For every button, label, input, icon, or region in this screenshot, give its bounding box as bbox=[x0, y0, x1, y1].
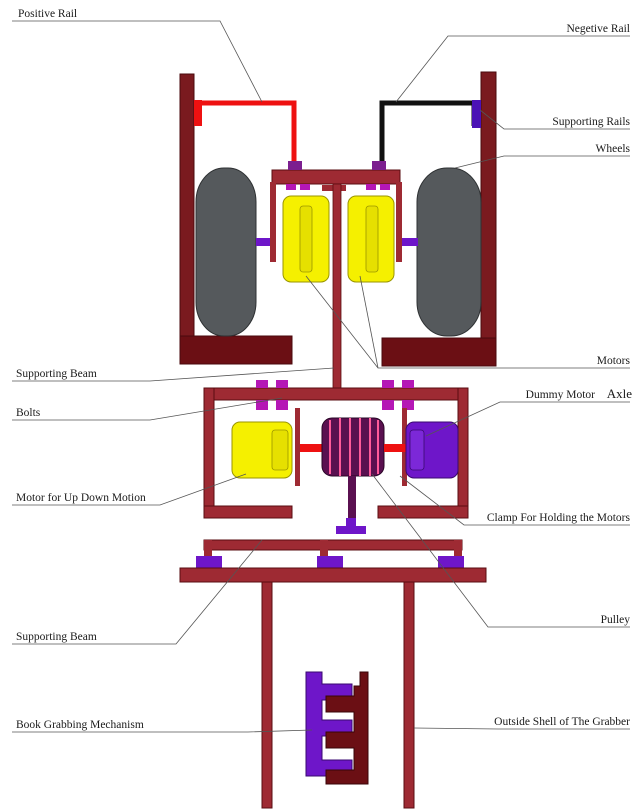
label-pulley: Pulley bbox=[601, 614, 631, 626]
negative-rail bbox=[379, 100, 481, 168]
label-negative-rail: Negetive Rail bbox=[566, 23, 630, 35]
label-clamp: Clamp For Holding the Motors bbox=[487, 512, 631, 524]
label-bolts: Bolts bbox=[16, 407, 41, 419]
right-top-motor bbox=[347, 195, 395, 283]
labels: Positive Rail Negetive Rail Supporting R… bbox=[16, 8, 632, 731]
right-supporting-rail bbox=[381, 71, 497, 367]
label-book-grabbing: Book Grabbing Mechanism bbox=[16, 719, 144, 731]
left-supporting-rail bbox=[179, 73, 293, 365]
pulley bbox=[321, 417, 385, 530]
lower-supporting-beam bbox=[179, 518, 487, 583]
label-motors: Motors bbox=[597, 355, 631, 367]
book-grabbing-mechanism bbox=[305, 671, 369, 785]
label-wheels: Wheels bbox=[596, 143, 631, 155]
central-supporting-beam bbox=[332, 183, 342, 391]
left-wheel bbox=[195, 167, 274, 337]
up-down-motor bbox=[231, 421, 322, 479]
top-carriage bbox=[270, 161, 402, 262]
label-outside-shell: Outside Shell of The Grabber bbox=[494, 716, 630, 728]
right-wheel bbox=[401, 167, 482, 337]
left-top-motor bbox=[282, 195, 330, 283]
dummy-motor bbox=[384, 421, 459, 479]
label-axle: Axle bbox=[607, 386, 633, 401]
label-positive-rail: Positive Rail bbox=[18, 8, 77, 20]
label-supporting-beam-top: Supporting Beam bbox=[16, 368, 97, 380]
leader-lines bbox=[12, 20, 630, 733]
label-motor-up-down: Motor for Up Down Motion bbox=[16, 492, 146, 504]
motor-housing bbox=[203, 380, 469, 519]
outside-shell bbox=[261, 581, 415, 809]
label-dummy-motor: Dummy Motor bbox=[526, 389, 595, 401]
label-supporting-rails: Supporting Rails bbox=[552, 116, 630, 128]
label-supporting-beam-bottom: Supporting Beam bbox=[16, 631, 97, 643]
positive-rail bbox=[194, 100, 297, 168]
